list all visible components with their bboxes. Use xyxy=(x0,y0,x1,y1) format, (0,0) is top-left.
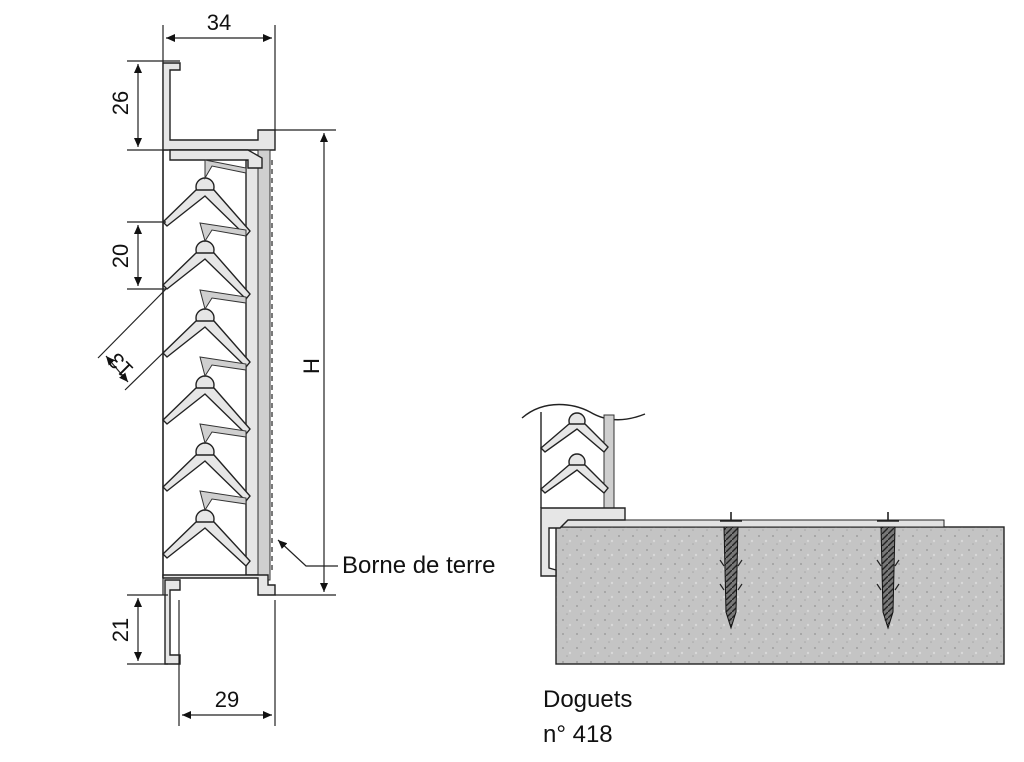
screw-body xyxy=(723,526,739,630)
blade-body xyxy=(539,464,609,495)
break-line xyxy=(521,403,646,421)
label-anchors-line1: Doguets xyxy=(543,686,632,713)
plug-fins xyxy=(876,559,900,591)
dimension-bottom-width: 29 xyxy=(215,687,239,712)
extension-line xyxy=(124,349,167,391)
blade-link xyxy=(199,289,247,311)
louvre-blades xyxy=(162,159,251,568)
louvre-blade xyxy=(162,159,251,238)
partial-bottom-profile xyxy=(540,507,626,577)
installation-detail: Doguets n° 418 xyxy=(521,403,1005,748)
dimension-bottom-flange: 21 xyxy=(108,618,133,642)
blade-body xyxy=(162,320,251,369)
blade-body xyxy=(162,521,251,568)
louvre-blade xyxy=(162,490,251,568)
blade-link xyxy=(199,490,247,512)
blade-link xyxy=(199,356,247,378)
blade-body xyxy=(162,454,251,503)
blade-link xyxy=(199,423,247,445)
louvre-blade xyxy=(162,222,251,301)
blade-link xyxy=(204,159,247,180)
concrete-slab xyxy=(555,526,1005,665)
partial-frame-rear xyxy=(603,414,615,516)
dimension-top-flange: 26 xyxy=(108,91,133,115)
anchor-screw xyxy=(719,512,743,630)
partial-blade xyxy=(539,453,609,495)
blade-body xyxy=(162,252,251,301)
top-frame-profile xyxy=(162,62,276,151)
dimension-blade-pitch: 20 xyxy=(108,244,133,268)
blade-body xyxy=(539,423,609,454)
louvre-blade xyxy=(162,356,251,436)
anchor-screw xyxy=(876,512,900,630)
blade-body xyxy=(162,387,251,436)
screw-body xyxy=(880,526,896,630)
bottom-flange-profile xyxy=(164,579,181,665)
dimension-top-width: 34 xyxy=(207,10,231,35)
dimension-line-thickness xyxy=(105,355,129,383)
dimension-height: H xyxy=(299,358,324,374)
plug-fins xyxy=(719,559,743,591)
louvre-blade xyxy=(162,289,251,369)
inner-top-cap xyxy=(169,149,263,169)
louvre-blade xyxy=(162,423,251,503)
label-anchors-line2: n° 418 xyxy=(543,721,613,748)
blade-body xyxy=(162,189,251,238)
bottom-frame-profile xyxy=(162,574,276,596)
section-view: 34 26 xyxy=(97,10,495,726)
dimension-blade-thickness: 13 xyxy=(103,348,138,383)
label-ground-terminal: Borne de terre xyxy=(342,552,495,579)
leader-ground-terminal xyxy=(277,539,338,567)
blade-link xyxy=(199,222,247,243)
partial-blade xyxy=(539,412,609,454)
frame-rear-wall xyxy=(257,149,271,581)
extension-line xyxy=(97,288,167,359)
